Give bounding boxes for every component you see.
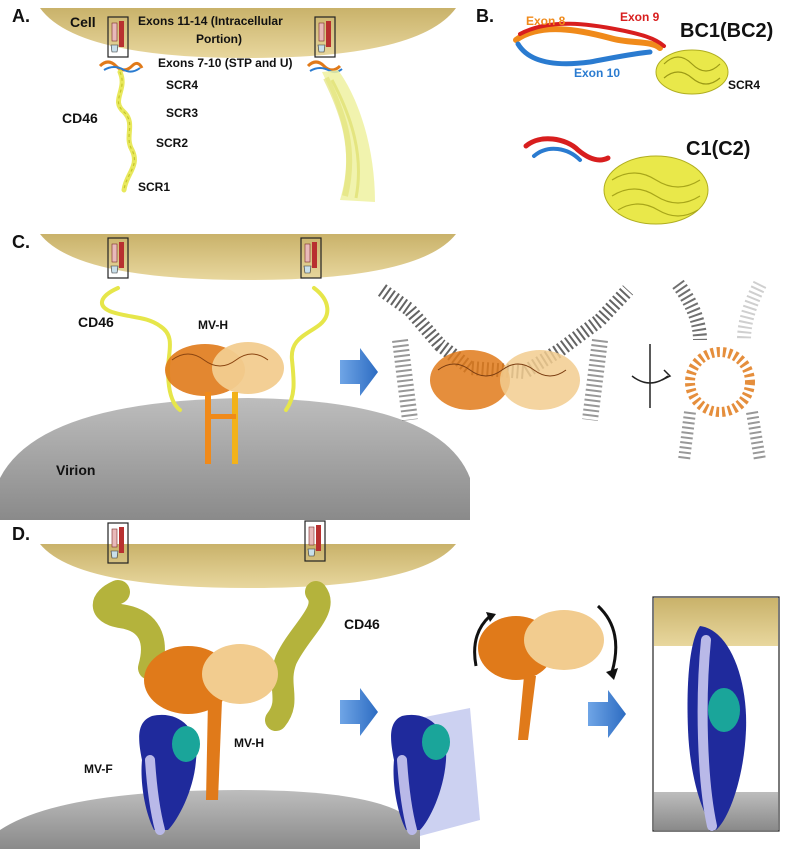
panel-a	[40, 8, 456, 202]
mvh-head-light	[202, 644, 278, 704]
virion-label: Virion	[56, 462, 96, 478]
mvh-stalk-d	[206, 700, 222, 800]
transition-arrow-c	[340, 348, 378, 396]
panel-b	[513, 21, 729, 225]
panel-label-a: A.	[12, 6, 30, 26]
transition-arrow-d2	[588, 690, 626, 738]
cd46-label-c: CD46	[78, 314, 114, 330]
exon10-label: Exon 10	[574, 66, 621, 80]
scr2-label: SCR2	[156, 136, 189, 150]
mvh-stalk-right	[232, 392, 238, 464]
mvh-dimer-right	[212, 342, 284, 394]
rotation-arrow-left	[473, 614, 492, 667]
exon8-ribbon	[513, 26, 663, 51]
cell-membrane-c	[40, 234, 456, 280]
virion-surface-d	[0, 790, 420, 849]
panel-label-b: B.	[476, 6, 494, 26]
c1-scr-domain	[603, 155, 709, 225]
cell-membrane-d	[40, 544, 456, 588]
c1-exon-ribbons	[523, 136, 611, 163]
mvf-label: MV-F	[84, 762, 113, 776]
exons-11-14-label-line1: Exons 11-14 (Intracellular	[138, 14, 283, 28]
normal-mode-vector-field	[377, 284, 634, 421]
scr4-label-b: SCR4	[728, 78, 761, 92]
exons-7-10-label: Exons 7-10 (STP and U)	[158, 56, 293, 70]
normal-mode-side-view	[672, 279, 767, 461]
scr4-label-a: SCR4	[166, 78, 199, 92]
bc1-bc2-label: BC1(BC2)	[680, 20, 774, 42]
exons-11-14-label-line2: Portion)	[196, 32, 242, 46]
cell-membrane-a	[40, 8, 456, 58]
cd46-ribbon-left	[100, 286, 182, 412]
mvh-rotating-light	[524, 610, 604, 670]
panel-label-d: D.	[12, 524, 30, 544]
cd46-ribbon-chain	[116, 69, 137, 193]
mvh-label-c: MV-H	[198, 318, 228, 332]
exon9-ribbon	[518, 21, 666, 48]
scr1-label: SCR1	[138, 180, 171, 194]
mvh-stalk-left	[205, 392, 211, 464]
rotation-axis-icon	[631, 344, 672, 408]
c1-c2-label: C1(C2)	[686, 138, 751, 160]
panel-label-c: C.	[12, 232, 30, 252]
exon9-label: Exon 9	[620, 10, 660, 24]
mvh-label-d: MV-H	[234, 736, 264, 750]
transition-arrow-d1	[340, 688, 378, 736]
scr3-label: SCR3	[166, 106, 199, 120]
cd46-surface-left	[92, 580, 165, 680]
cd46-surface-right	[265, 581, 331, 731]
cd46-label-a: CD46	[62, 110, 98, 126]
scr4-domain-b	[655, 49, 729, 95]
cd46-label-d: CD46	[344, 616, 380, 632]
exon10-ribbon	[515, 41, 653, 67]
exon8-label: Exon 8	[526, 14, 566, 28]
cd46-ribbon-right	[284, 286, 330, 412]
rotation-arrow-right	[596, 604, 618, 673]
panel-d	[0, 520, 780, 849]
cell-label: Cell	[70, 14, 96, 30]
panel-c	[0, 234, 767, 520]
